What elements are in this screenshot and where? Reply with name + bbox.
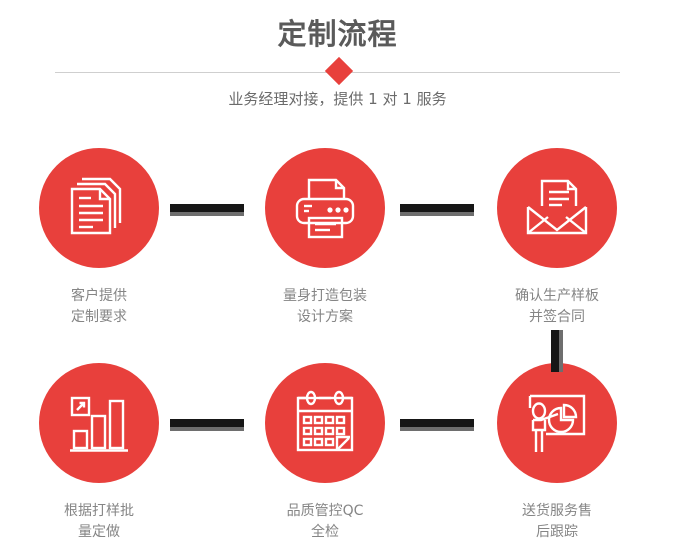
process-step-2[interactable]: 量身打造包装 设计方案	[245, 148, 405, 328]
connector-step4-step5	[170, 419, 244, 431]
step-3-label: 确认生产样板 并签合同	[515, 288, 599, 325]
bar-chart-growth-icon	[66, 390, 132, 456]
connector-shadow	[559, 330, 563, 372]
connector-step3-step6	[551, 330, 563, 372]
connector-shadow	[400, 212, 474, 216]
connector-bar	[170, 204, 244, 212]
calendar-check-icon	[292, 390, 358, 456]
connector-shadow	[170, 212, 244, 216]
printer-icon	[292, 175, 358, 241]
process-step-6[interactable]: 送货服务售 后跟踪	[477, 363, 637, 543]
step-2-icon-circle	[265, 148, 385, 268]
connector-step2-step3	[400, 204, 474, 216]
step-6-icon-circle	[497, 363, 617, 483]
process-step-4[interactable]: 根据打样批 量定做	[19, 363, 179, 543]
step-1-icon-circle	[39, 148, 159, 268]
connector-bar	[400, 419, 474, 427]
step-5-label: 品质管控QC 全检	[286, 503, 364, 540]
step-2-label: 量身打造包装 设计方案	[283, 288, 367, 325]
step-4-label: 根据打样批 量定做	[64, 503, 134, 540]
connector-step1-step2	[170, 204, 244, 216]
step-6-label: 送货服务售 后跟踪	[522, 503, 592, 540]
connector-shadow	[170, 427, 244, 431]
connector-bar	[400, 204, 474, 212]
header: 定制流程 业务经理对接，提供 1 对 1 服务	[0, 0, 675, 130]
envelope-document-icon	[524, 175, 590, 241]
step-3-icon-circle	[497, 148, 617, 268]
step-1-label: 客户提供 定制要求	[71, 288, 127, 325]
connector-bar	[170, 419, 244, 427]
process-step-3[interactable]: 确认生产样板 并签合同	[477, 148, 637, 328]
connector-bar	[551, 330, 559, 372]
page-title: 定制流程	[277, 17, 398, 51]
step-5-icon-circle	[265, 363, 385, 483]
process-step-1[interactable]: 客户提供 定制要求	[19, 148, 179, 328]
page-subtitle: 业务经理对接，提供 1 对 1 服务	[228, 90, 447, 108]
process-step-5[interactable]: 品质管控QC 全检	[245, 363, 405, 543]
presenter-pie-chart-icon	[524, 390, 590, 456]
step-4-icon-circle	[39, 363, 159, 483]
process-steps: 客户提供 定制要求	[0, 148, 675, 550]
connector-shadow	[400, 427, 474, 431]
documents-stack-icon	[66, 175, 132, 241]
connector-step5-step6	[400, 419, 474, 431]
